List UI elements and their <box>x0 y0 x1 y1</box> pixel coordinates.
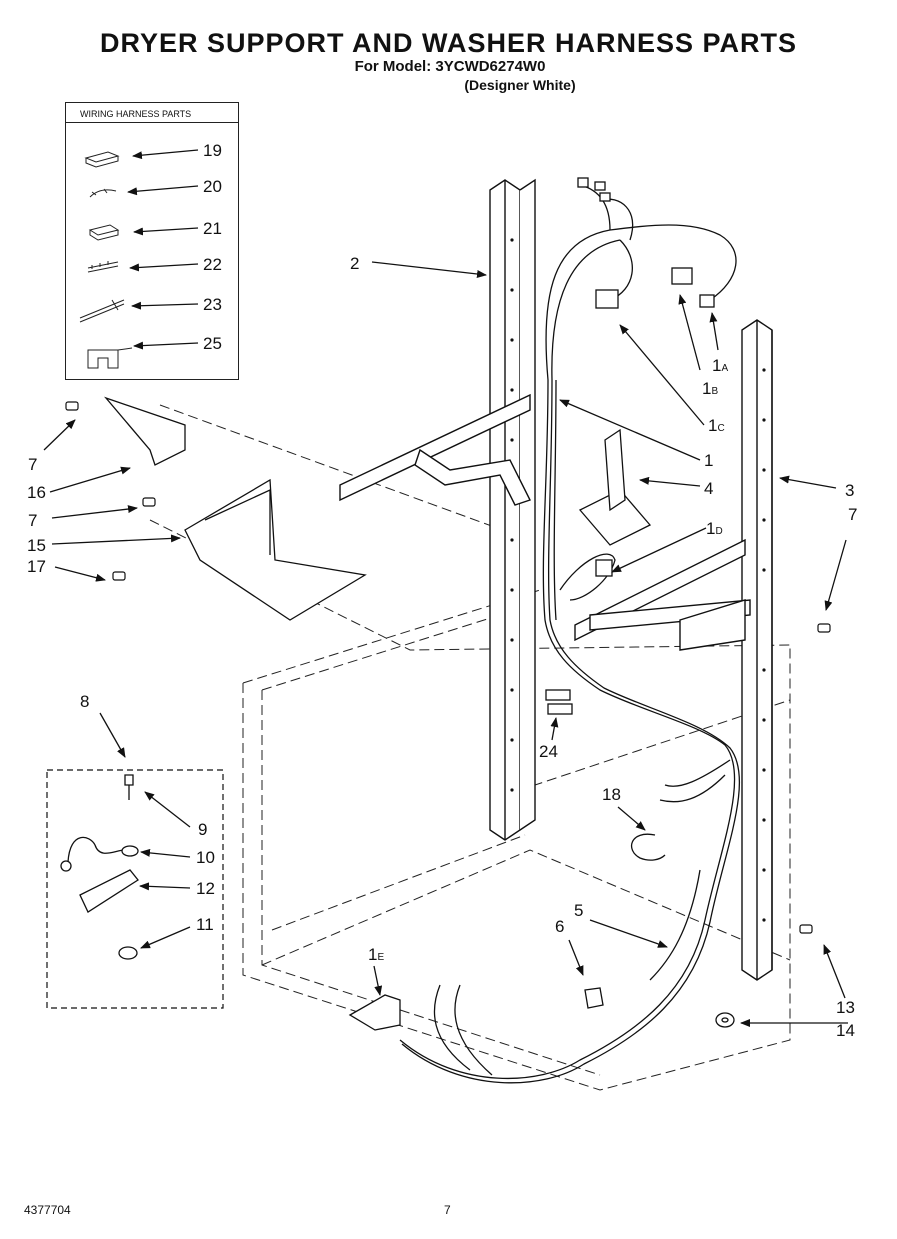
harness-connectors <box>348 177 715 1031</box>
callout-6: 6 <box>555 917 565 936</box>
callout-7-mid-left: 7 <box>28 511 38 530</box>
callout-18: 18 <box>602 785 621 804</box>
wire-part-5 <box>649 869 701 981</box>
callout-7-right: 7 <box>848 505 858 524</box>
callout-1a: 1A <box>712 356 729 375</box>
callout-24: 24 <box>539 742 558 761</box>
legend-label-22: 22 <box>203 255 222 274</box>
jumper-wire-18 <box>630 833 666 861</box>
callout-12: 12 <box>196 879 215 898</box>
callout-3: 3 <box>845 481 855 500</box>
callout-1: 1 <box>704 451 714 470</box>
callout-1e: 1E <box>368 945 385 964</box>
legend-part-icons <box>79 151 133 369</box>
variant-line: (Designer White) <box>464 77 576 93</box>
callout-10: 10 <box>196 848 215 867</box>
bracket-part-4 <box>578 428 652 546</box>
legend-label-19: 19 <box>203 141 222 160</box>
page-number: 7 <box>444 1203 451 1217</box>
callout-1c: 1C <box>708 416 725 435</box>
left-upright-support <box>489 178 536 841</box>
callout-14: 14 <box>836 1021 855 1040</box>
model-line: For Model: 3YCWD6274W0 <box>354 58 546 75</box>
ground-kit-parts <box>60 774 139 960</box>
callout-9: 9 <box>198 820 208 839</box>
legend-arrows <box>127 149 199 350</box>
page-title: DRYER SUPPORT AND WASHER HARNESS PARTS <box>99 28 798 58</box>
legend-label-21: 21 <box>203 219 222 238</box>
callout-16: 16 <box>27 483 46 502</box>
left-upright-holes <box>510 238 514 792</box>
callout-1b: 1B <box>702 379 719 398</box>
right-upright-holes <box>762 368 766 922</box>
right-upright-support <box>741 319 773 981</box>
callout-5: 5 <box>574 901 584 920</box>
part-number: 4377704 <box>24 1203 71 1217</box>
callout-4: 4 <box>704 479 714 498</box>
clamp-part-6 <box>584 987 604 1009</box>
wire-harness <box>399 184 741 1084</box>
callout-17: 17 <box>27 557 46 576</box>
callout-8: 8 <box>80 692 90 711</box>
callout-arrows <box>43 261 848 1027</box>
callout-11: 11 <box>196 915 214 934</box>
cross-braces <box>339 393 751 651</box>
legend-label-23: 23 <box>203 295 222 314</box>
legend-label-20: 20 <box>203 177 222 196</box>
callout-13: 13 <box>836 998 855 1017</box>
callout-1d: 1D <box>706 519 723 538</box>
legend-label-25: 25 <box>203 334 222 353</box>
ground-kit-box <box>46 769 224 1009</box>
callout-7-top-left: 7 <box>28 455 38 474</box>
callout-2: 2 <box>350 254 360 273</box>
legend-title: WIRING HARNESS PARTS <box>80 109 192 119</box>
support-bracket-15 <box>184 478 367 621</box>
wiring-harness-legend-box: WIRING HARNESS PARTS <box>65 102 239 380</box>
washer-14 <box>715 1012 735 1028</box>
callout-15: 15 <box>27 536 46 555</box>
mounting-bracket-16 <box>103 396 186 466</box>
dryer-outline-dashed <box>149 404 791 1091</box>
screws <box>65 401 831 934</box>
legend-divider <box>66 122 238 123</box>
